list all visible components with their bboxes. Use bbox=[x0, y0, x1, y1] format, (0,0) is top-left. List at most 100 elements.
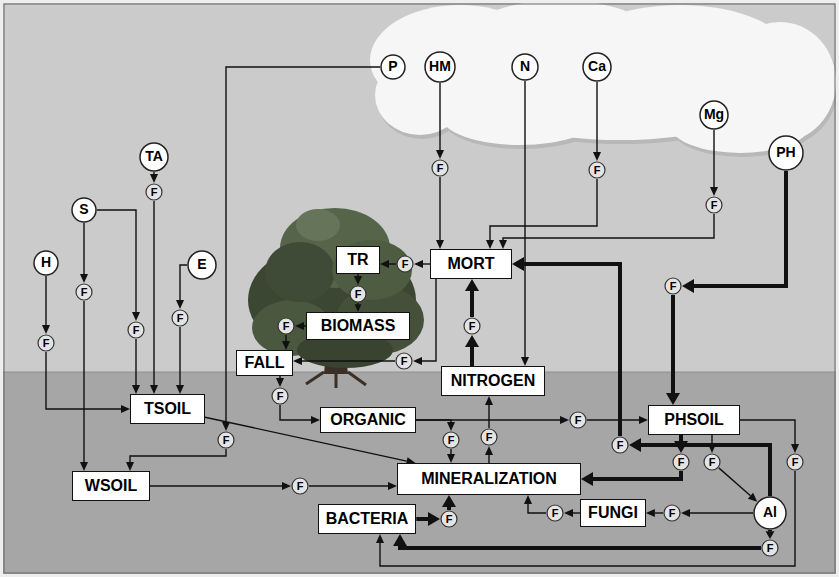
connector-line bbox=[655, 512, 663, 513]
node-label: F bbox=[81, 286, 88, 298]
circle-shape bbox=[350, 286, 366, 302]
arrowhead bbox=[413, 357, 422, 365]
arrowhead bbox=[222, 422, 230, 431]
node-label: F bbox=[446, 513, 453, 525]
arrowhead bbox=[465, 279, 479, 291]
node-label: F bbox=[670, 280, 677, 292]
flow-connector bbox=[416, 420, 455, 431]
circle-shape bbox=[38, 335, 54, 351]
flow-connector bbox=[42, 276, 50, 334]
input-circle: N bbox=[511, 53, 539, 81]
connector-line bbox=[416, 419, 560, 420]
arrowhead bbox=[132, 312, 140, 321]
flow-valve: F bbox=[569, 411, 587, 429]
connector-line bbox=[46, 352, 121, 409]
flow-valve: F bbox=[546, 504, 564, 522]
node-label: E bbox=[197, 257, 206, 272]
flow-connector bbox=[682, 171, 786, 293]
input-circle: TA bbox=[139, 142, 169, 172]
state-box: FALL bbox=[236, 350, 293, 376]
state-box: ORGANIC bbox=[320, 407, 416, 433]
flow-connector bbox=[80, 301, 88, 471]
connector-line bbox=[439, 83, 440, 150]
flow-connector bbox=[414, 260, 430, 268]
tree-roots bbox=[306, 372, 366, 388]
flow-connector bbox=[436, 83, 444, 159]
flow-connector bbox=[150, 482, 291, 490]
arrowhead bbox=[414, 260, 423, 268]
arrowhead bbox=[682, 279, 694, 293]
circle-shape bbox=[787, 454, 803, 470]
circle-shape bbox=[34, 251, 58, 275]
arrowhead bbox=[282, 482, 291, 490]
arrowhead bbox=[666, 393, 680, 405]
arrowhead bbox=[499, 240, 507, 249]
state-box: WSOIL bbox=[72, 471, 150, 501]
flow-connector bbox=[447, 449, 455, 463]
arrowhead bbox=[176, 300, 184, 309]
circle-shape bbox=[128, 322, 144, 338]
input-circle: P bbox=[380, 54, 406, 80]
flow-connector bbox=[97, 210, 140, 321]
flow-valve: F bbox=[463, 317, 481, 335]
arrowhead bbox=[436, 150, 444, 159]
arrowhead bbox=[639, 416, 648, 424]
node-label: TSOIL bbox=[144, 400, 191, 418]
circle-shape bbox=[481, 429, 497, 445]
arrowhead bbox=[393, 534, 407, 546]
arrowhead bbox=[80, 462, 88, 471]
node-label: F bbox=[552, 507, 559, 519]
arrowhead bbox=[436, 240, 444, 249]
cloud bbox=[370, 0, 836, 153]
arrowhead bbox=[681, 509, 690, 517]
flow-connector bbox=[295, 322, 306, 330]
circle-shape bbox=[704, 454, 720, 470]
connector-line bbox=[357, 303, 358, 304]
node-label: Ca bbox=[588, 59, 606, 74]
input-circle: Al bbox=[753, 496, 787, 530]
node-label: Al bbox=[763, 505, 777, 520]
soil-ground bbox=[0, 372, 839, 577]
flow-valve: F bbox=[440, 510, 458, 528]
arrowhead bbox=[447, 454, 455, 463]
state-box: FUNGI bbox=[580, 499, 646, 527]
node-label: F bbox=[448, 434, 455, 446]
flow-valve: F bbox=[480, 428, 498, 446]
circle-shape bbox=[583, 53, 611, 81]
state-box: NITROGEN bbox=[441, 366, 545, 396]
flow-valve: F bbox=[75, 283, 93, 301]
node-label: F bbox=[43, 337, 50, 349]
node-label: F bbox=[401, 355, 408, 367]
node-label: H bbox=[41, 255, 51, 270]
arrowhead bbox=[485, 396, 493, 405]
arrowhead bbox=[380, 260, 389, 268]
flow-connector bbox=[485, 396, 493, 428]
flow-valve: F bbox=[145, 183, 163, 201]
connector-line bbox=[416, 517, 428, 521]
connector-line bbox=[130, 449, 226, 462]
flow-connector bbox=[593, 82, 601, 161]
arrowhead bbox=[376, 534, 384, 543]
flow-connector bbox=[176, 327, 184, 394]
tree-canopy bbox=[265, 242, 335, 302]
input-circle: Ca bbox=[582, 52, 612, 82]
arrowhead bbox=[150, 174, 158, 183]
connector-line bbox=[309, 485, 388, 486]
flow-connector bbox=[485, 446, 493, 463]
flow-connector bbox=[499, 214, 714, 249]
connector-line bbox=[380, 471, 795, 566]
connector-line bbox=[135, 339, 136, 385]
circle-shape bbox=[612, 437, 628, 453]
connector-line bbox=[423, 263, 430, 264]
circle-shape bbox=[72, 198, 96, 222]
circle-shape bbox=[589, 162, 605, 178]
node-label: TA bbox=[145, 149, 163, 164]
state-box: MORT bbox=[430, 249, 512, 279]
flow-connector bbox=[80, 223, 88, 283]
node-label: NITROGEN bbox=[451, 372, 535, 390]
flow-connector bbox=[674, 435, 688, 453]
node-label: F bbox=[437, 162, 444, 174]
arrowhead bbox=[42, 325, 50, 334]
